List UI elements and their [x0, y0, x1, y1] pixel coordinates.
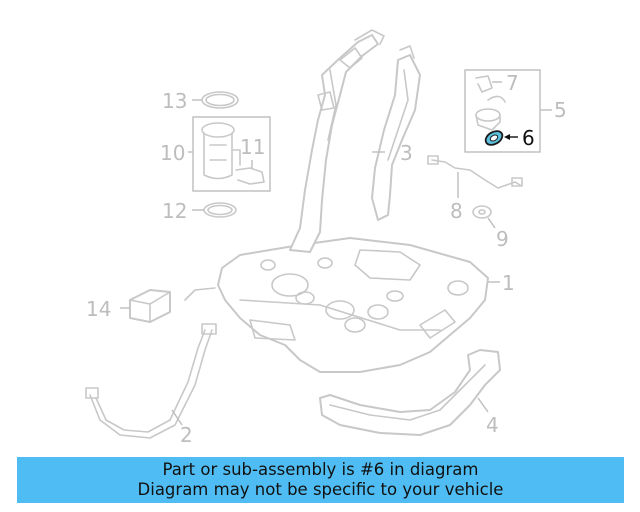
callout-6: 6: [522, 126, 535, 150]
filler-pipe: [289, 29, 385, 253]
callout-3: 3: [400, 141, 413, 165]
callout-13: 13: [162, 89, 187, 113]
info-banner: Part or sub-assembly is #6 in diagram Di…: [17, 457, 624, 503]
parts-diagram: 1 2 3 4 5 6 7 8 9 10 11 12 13 14: [85, 29, 567, 447]
control-module-part-14: [120, 289, 171, 323]
grommet-part-9: [472, 205, 496, 229]
hose-part-8: [427, 155, 523, 198]
callout-9: 9: [496, 227, 509, 251]
fuel-pump-module: [201, 122, 241, 180]
gasket-part-12: [192, 202, 237, 218]
callout-2: 2: [180, 423, 193, 447]
callout-11: 11: [240, 135, 265, 159]
heat-shield-part-3: [371, 45, 421, 221]
clip-part-7: [475, 75, 493, 93]
fuel-tank: [217, 237, 489, 373]
sender-part-11: [235, 160, 265, 185]
fuel-line-part-2: [85, 287, 217, 439]
gasket-part-6: [484, 130, 504, 146]
callout-7: 7: [506, 71, 519, 95]
bracket-part-4: [319, 349, 501, 436]
callout-4: 4: [486, 413, 499, 437]
callout-14: 14: [86, 297, 111, 321]
pump-module-group-10: [188, 116, 271, 192]
pump-component: [475, 95, 506, 131]
lock-ring-part-13: [192, 91, 239, 109]
callout-10: 10: [160, 141, 185, 165]
banner-line-disclaimer: Diagram may not be specific to your vehi…: [137, 480, 504, 499]
callout-12: 12: [162, 199, 187, 223]
banner-line-part-number: Part or sub-assembly is #6 in diagram: [162, 460, 479, 479]
parts-group-5: [464, 69, 552, 153]
callout-1: 1: [502, 271, 515, 295]
callout-8: 8: [450, 199, 463, 223]
callout-5: 5: [554, 98, 567, 122]
